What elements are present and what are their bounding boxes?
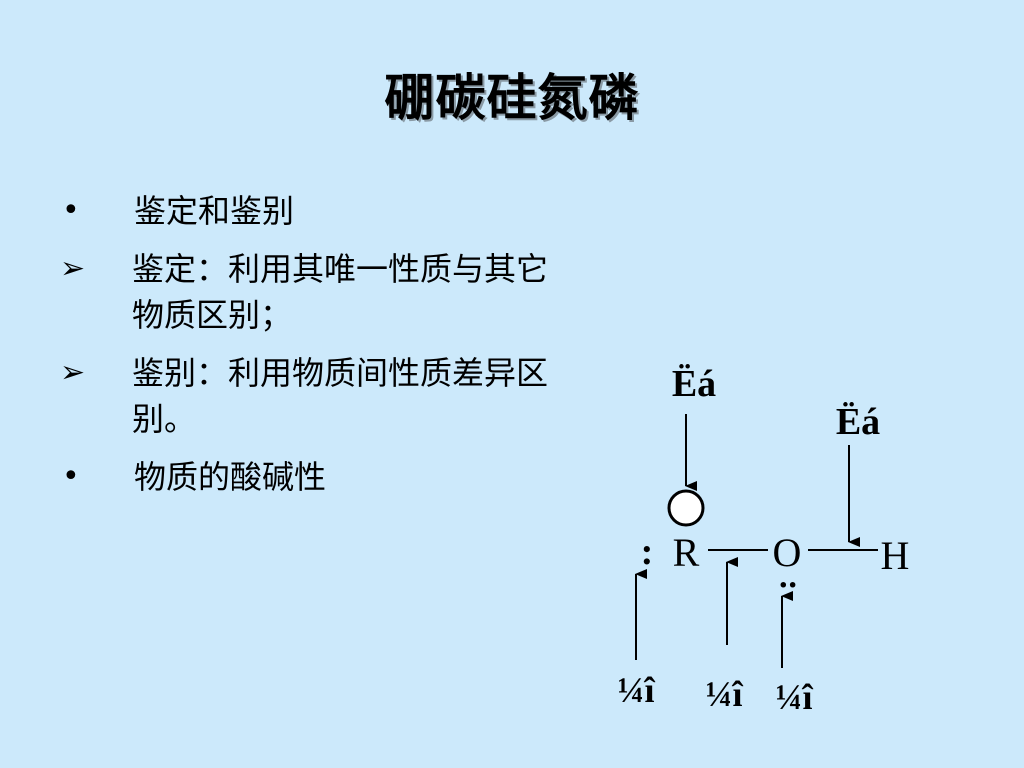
arrow-bullet-icon: ➢ (60, 251, 86, 286)
acid-label-left: Ëá (672, 363, 716, 405)
atom-r: R (673, 530, 700, 575)
empty-orbital-icon (667, 489, 705, 527)
bullet-dot-icon: • (62, 459, 80, 494)
bullet-item: ➢ 鉴别：利用物质间性质差异区别。 (58, 350, 578, 442)
arrow-bullet-icon: ➢ (60, 355, 86, 390)
lone-pair-o: ·· (778, 567, 797, 604)
base-label-2: ¼î (705, 674, 743, 714)
base-label-1: ¼î (617, 670, 655, 710)
bullet-text: 鉴别：利用物质间性质差异区别。 (132, 354, 549, 438)
atom-h: H (881, 533, 910, 578)
bullet-list: • 鉴定和鉴别 ➢ 鉴定：利用其唯一性质与其它物质区别； ➢ 鉴别：利用物质间性… (58, 188, 578, 512)
base-label-3: ¼î (775, 677, 813, 717)
bullet-text: 物质的酸碱性 (134, 458, 327, 496)
lone-pair-left: : (641, 531, 654, 573)
slide-title: 硼碳硅氮磷 (384, 68, 640, 127)
bullet-item: • 鉴定和鉴别 (58, 188, 578, 234)
atom-o: O (773, 530, 802, 575)
bullet-item: ➢ 鉴定：利用其唯一性质与其它物质区别； (58, 246, 578, 338)
acid-label-right: Ëá (836, 401, 880, 443)
bullet-dot-icon: • (62, 193, 80, 228)
bullet-text: 鉴定：利用其唯一性质与其它物质区别； (132, 250, 549, 334)
bullet-item: • 物质的酸碱性 (58, 454, 578, 500)
bullet-text: 鉴定和鉴别 (134, 192, 295, 230)
